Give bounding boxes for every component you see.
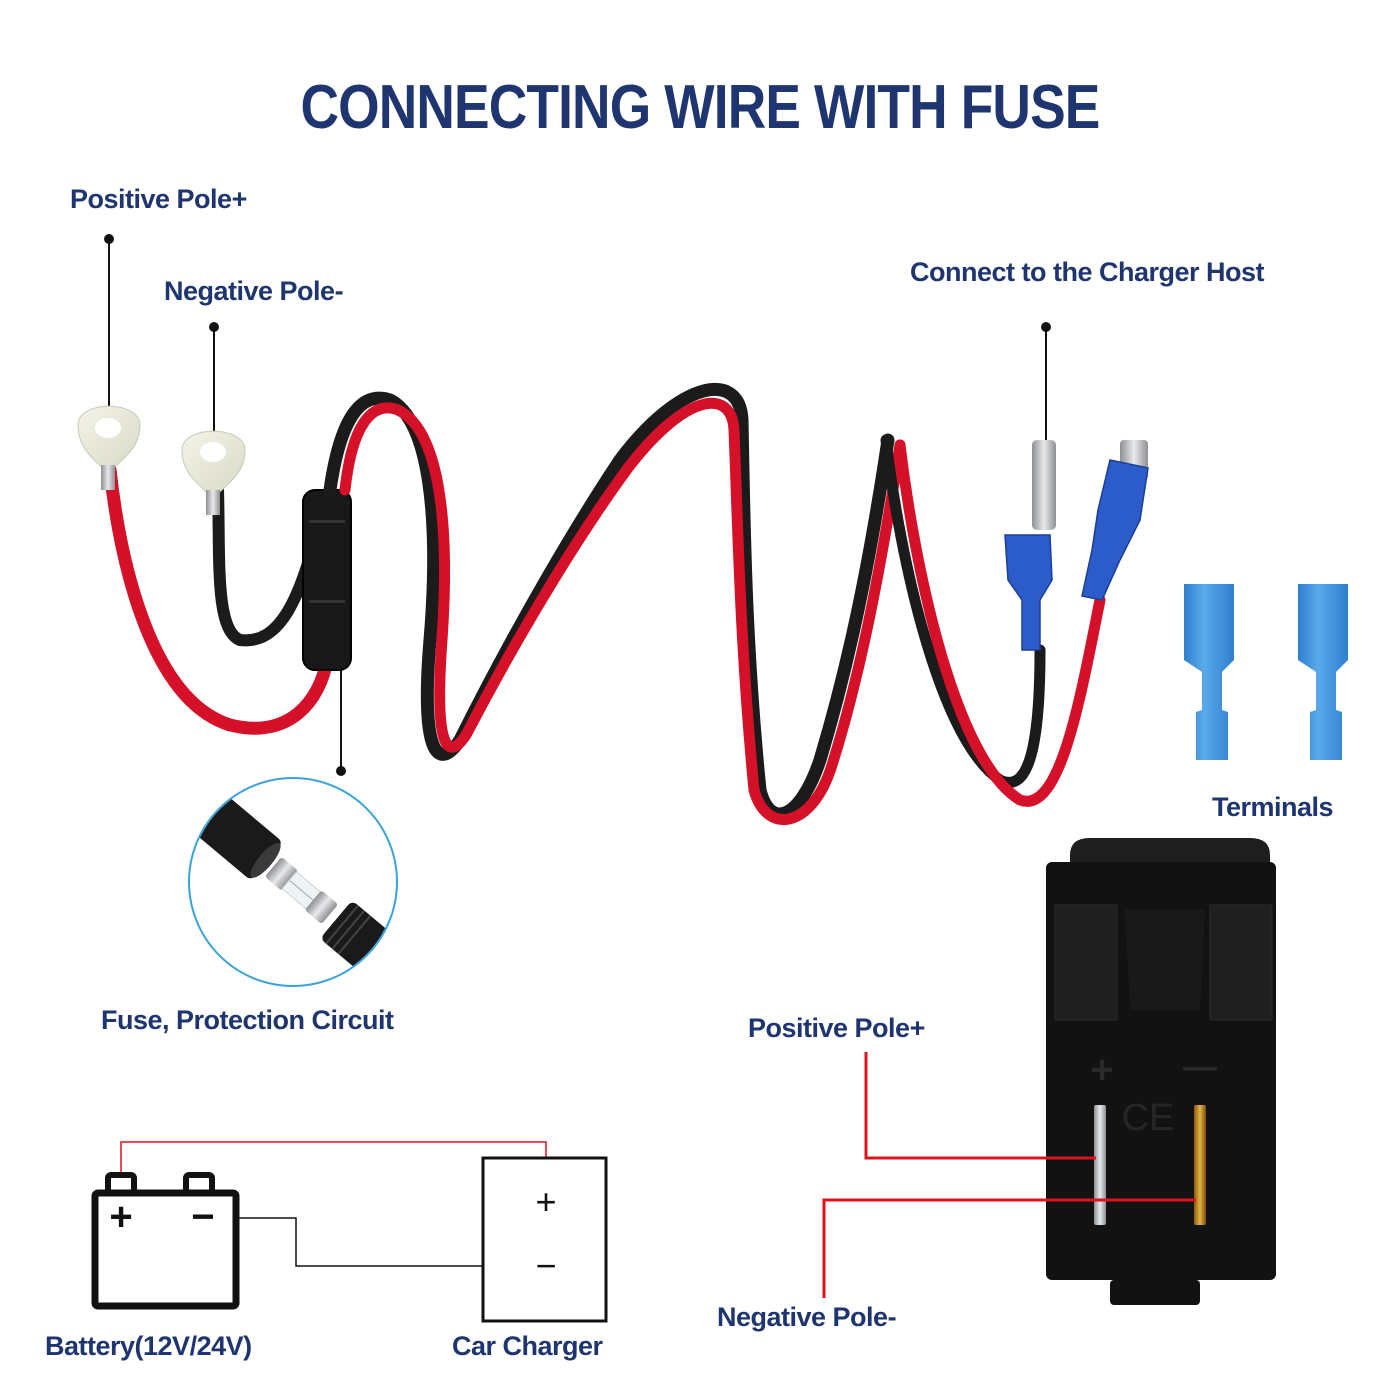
label-battery: Battery(12V/24V)	[45, 1331, 252, 1361]
page-title: CONNECTING WIRE WITH FUSE	[300, 73, 1100, 142]
label-negative-pole-top: Negative Pole-	[164, 276, 344, 306]
positive-pin	[1094, 1105, 1106, 1225]
battery-icon: + −	[91, 1172, 240, 1310]
battery-circuit-diagram: + − + −	[91, 1141, 608, 1323]
negative-pin	[1194, 1105, 1206, 1225]
battery-plus: +	[109, 1195, 132, 1239]
wire-harness	[103, 382, 1106, 825]
leader-fuse	[336, 660, 346, 776]
negative-wire	[233, 1217, 482, 1267]
charger-minus: −	[535, 1245, 556, 1286]
fuse-detail-circle	[188, 777, 398, 987]
ring-terminal-negative	[181, 430, 246, 515]
insulated-terminal-2	[1298, 584, 1348, 760]
leader-positive-pole-top	[104, 234, 114, 422]
leader-socket-negative	[822, 1198, 1196, 1298]
label-terminals: Terminals	[1212, 792, 1334, 822]
label-car-charger: Car Charger	[452, 1331, 603, 1361]
car-charger-box: + −	[481, 1156, 608, 1323]
label-positive-pole-top: Positive Pole+	[70, 184, 247, 214]
inline-fuse-holder	[302, 489, 352, 671]
insulated-terminal-1	[1184, 584, 1234, 760]
usb-socket-back: + — CE	[1046, 838, 1276, 1305]
label-positive-pole-socket: Positive Pole+	[748, 1013, 925, 1043]
charger-plus: +	[535, 1181, 556, 1222]
leader-socket-positive	[864, 1052, 1096, 1160]
socket-minus-mark: —	[1183, 1048, 1217, 1086]
female-spade-connector	[1004, 440, 1056, 651]
label-fuse: Fuse, Protection Circuit	[101, 1005, 394, 1035]
battery-minus: −	[191, 1195, 214, 1239]
label-charger-host: Connect to the Charger Host	[910, 257, 1265, 287]
ce-mark: CE	[1122, 1097, 1175, 1139]
ring-terminal-positive	[77, 405, 141, 490]
male-spade-connector	[1081, 440, 1149, 601]
positive-wire	[120, 1141, 547, 1172]
socket-plus-mark: +	[1090, 1048, 1113, 1092]
label-negative-pole-socket: Negative Pole-	[717, 1302, 897, 1332]
